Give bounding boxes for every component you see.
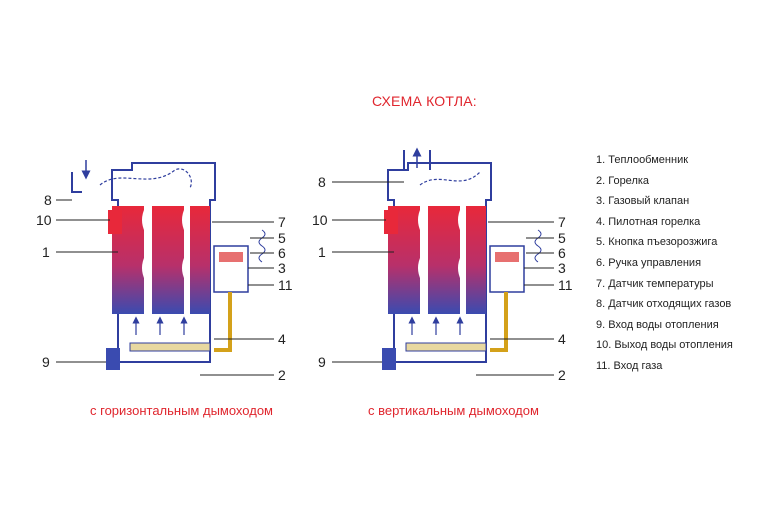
callout-3: 3 <box>558 260 566 276</box>
callout-3: 3 <box>278 260 286 276</box>
legend-item: 3. Газовый клапан <box>596 195 690 208</box>
callout-5: 5 <box>558 230 566 246</box>
callout-11: 11 <box>278 277 293 293</box>
callout-2: 2 <box>278 367 286 383</box>
callout-6: 6 <box>278 245 286 261</box>
legend-item: 10. Выход воды отопления <box>596 339 733 352</box>
diagram-title: СХЕМА КОТЛА: <box>372 93 477 109</box>
legend-item: 6. Ручка управления <box>596 256 702 269</box>
caption-horizontal-flue: с горизонтальным дымоходом <box>90 403 273 418</box>
callout-2: 2 <box>558 367 566 383</box>
legend-item: 11. Вход газа <box>596 359 663 372</box>
callouts-left: 8 10 1 9 7 5 6 3 11 4 2 <box>36 192 293 383</box>
callout-9: 9 <box>42 354 50 370</box>
legend-item: 1. Теплообменник <box>596 154 689 166</box>
callout-4: 4 <box>278 331 286 347</box>
callout-10: 10 <box>36 212 52 228</box>
callout-10: 10 <box>312 212 328 228</box>
callout-9: 9 <box>318 354 326 370</box>
legend-item: 2. Горелка <box>596 174 650 187</box>
callout-6: 6 <box>558 245 566 261</box>
legend-item: 8. Датчик отходящих газов <box>596 298 732 311</box>
callout-5: 5 <box>278 230 286 246</box>
callout-1: 1 <box>42 244 50 260</box>
callout-8: 8 <box>44 192 52 208</box>
callout-11: 11 <box>558 277 573 293</box>
callout-8: 8 <box>318 174 326 190</box>
callouts-right: 8 10 1 9 7 5 6 3 11 4 2 <box>312 174 573 383</box>
callout-1: 1 <box>318 244 326 260</box>
callout-7: 7 <box>558 214 566 230</box>
legend: 1. Теплообменник 2. Горелка 3. Газовый к… <box>596 150 733 377</box>
caption-vertical-flue: с вертикальным дымоходом <box>368 403 539 418</box>
legend-item: 5. Кнопка пъезорозжига <box>596 236 718 249</box>
legend-item: 9. Вход воды отопления <box>596 318 719 331</box>
callout-4: 4 <box>558 331 566 347</box>
legend-item: 4. Пилотная горелка <box>596 215 701 228</box>
boiler-left <box>71 160 266 370</box>
boiler-right <box>382 147 542 370</box>
legend-item: 7. Датчик температуры <box>596 277 714 290</box>
callout-7: 7 <box>278 214 286 230</box>
